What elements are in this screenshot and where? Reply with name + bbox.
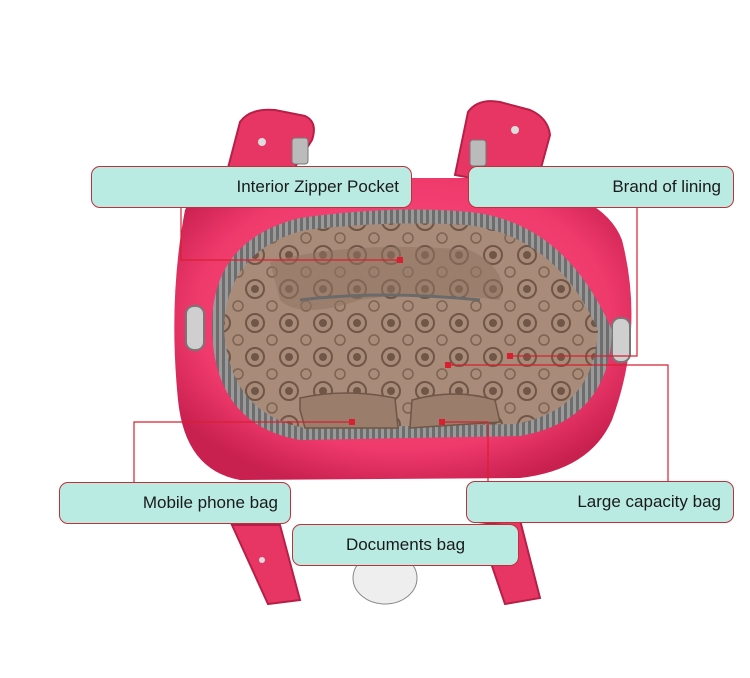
callout-mobile-phone-bag: Mobile phone bag (59, 482, 291, 524)
bottom-strap-left (230, 524, 302, 606)
mobile-phone-pocket (299, 392, 399, 429)
callout-interior-zipper-pocket: Interior Zipper Pocket (91, 166, 412, 208)
callout-brand-of-lining: Brand of lining (468, 166, 734, 208)
callout-documents-bag: Documents bag (292, 524, 519, 566)
callout-large-capacity-bag: Large capacity bag (466, 481, 734, 523)
documents-pocket (409, 393, 501, 429)
